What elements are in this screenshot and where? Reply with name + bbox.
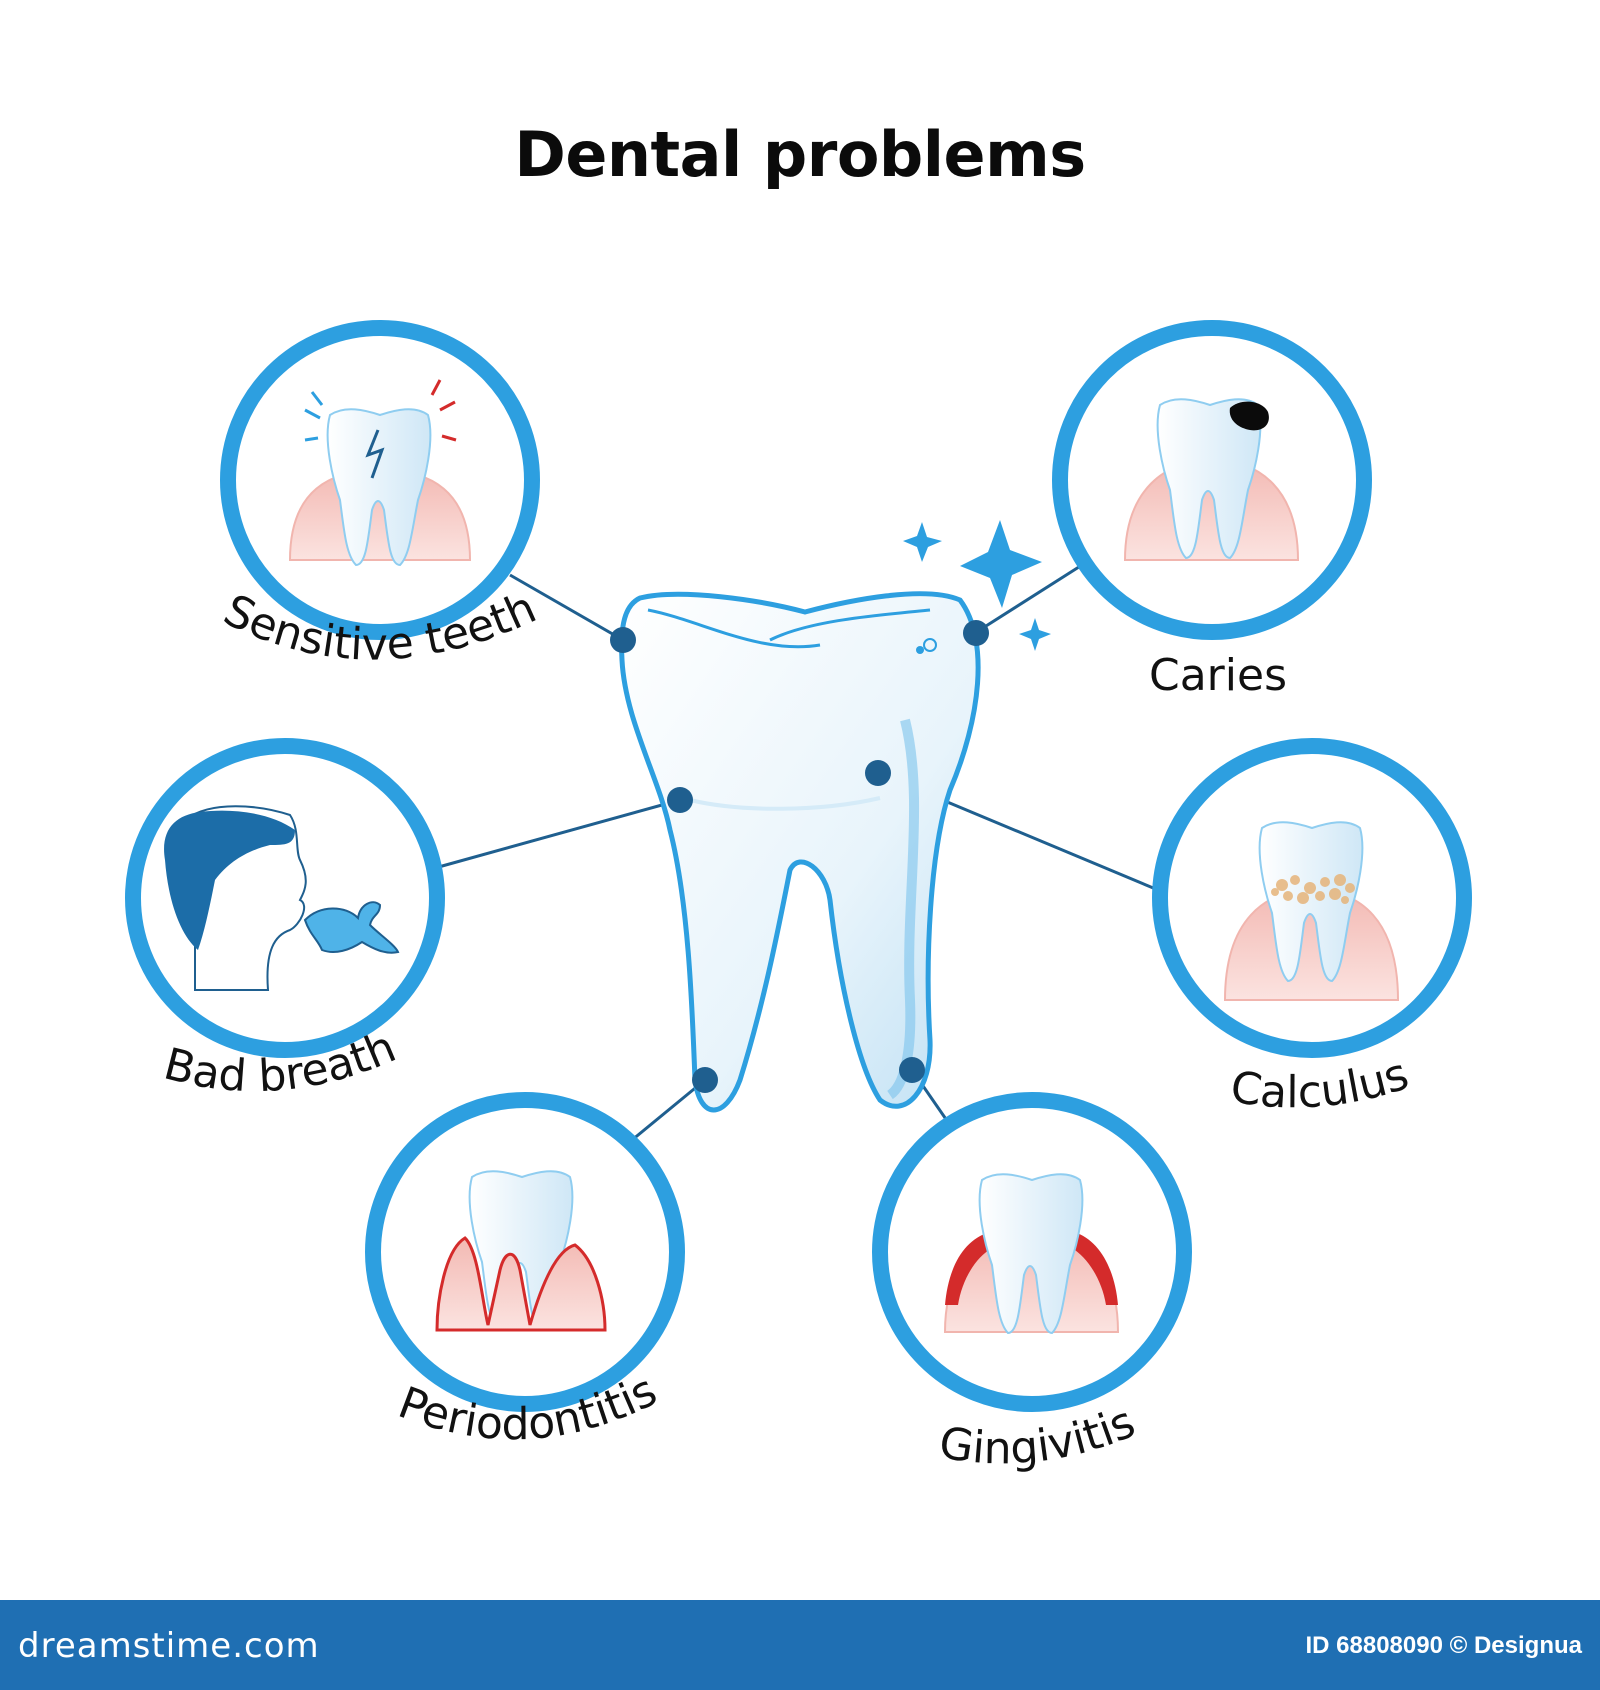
label-caries: Caries [1149,650,1287,701]
inflamed-gum-icon [945,1232,1118,1305]
tartar-deposit-icon [1271,874,1355,904]
footer-credit: ID 68808090 © Designua [1305,1632,1583,1659]
sensitive-teeth-circle [220,320,540,640]
central-tooth-icon [619,591,981,1113]
pain-lines-icon [304,379,457,442]
caries-tooth-icon [1156,398,1269,560]
connector-dots [610,620,989,1093]
label-calculus: Calculus [1227,1049,1414,1119]
connector-caries [974,563,1083,635]
diagram-title: Dental problems [514,118,1086,191]
connector-periodontitis [631,1078,706,1142]
periodontitis-circle [365,1092,685,1412]
calculus-circle [1152,738,1472,1058]
breath-cloud-icon [303,901,400,954]
receded-gum-icon [435,1236,607,1332]
connector-bad-breath [434,798,681,870]
calculus-tooth-icon [1258,821,1364,983]
caries-circle [1052,320,1372,640]
gingivitis-tooth-icon [978,1173,1084,1335]
footer-site-name[interactable]: dreamstime.com [18,1626,320,1666]
sensitive-tooth-icon [326,408,432,567]
bad-breath-circle [125,738,445,1058]
sparkle-stars-icon [903,520,1051,651]
connector-sensitive-teeth [509,573,624,642]
footer-bar: dreamstime.com ID 68808090 © Designua [0,1600,1600,1690]
person-head-icon [164,805,307,991]
gingivitis-circle [872,1092,1192,1412]
